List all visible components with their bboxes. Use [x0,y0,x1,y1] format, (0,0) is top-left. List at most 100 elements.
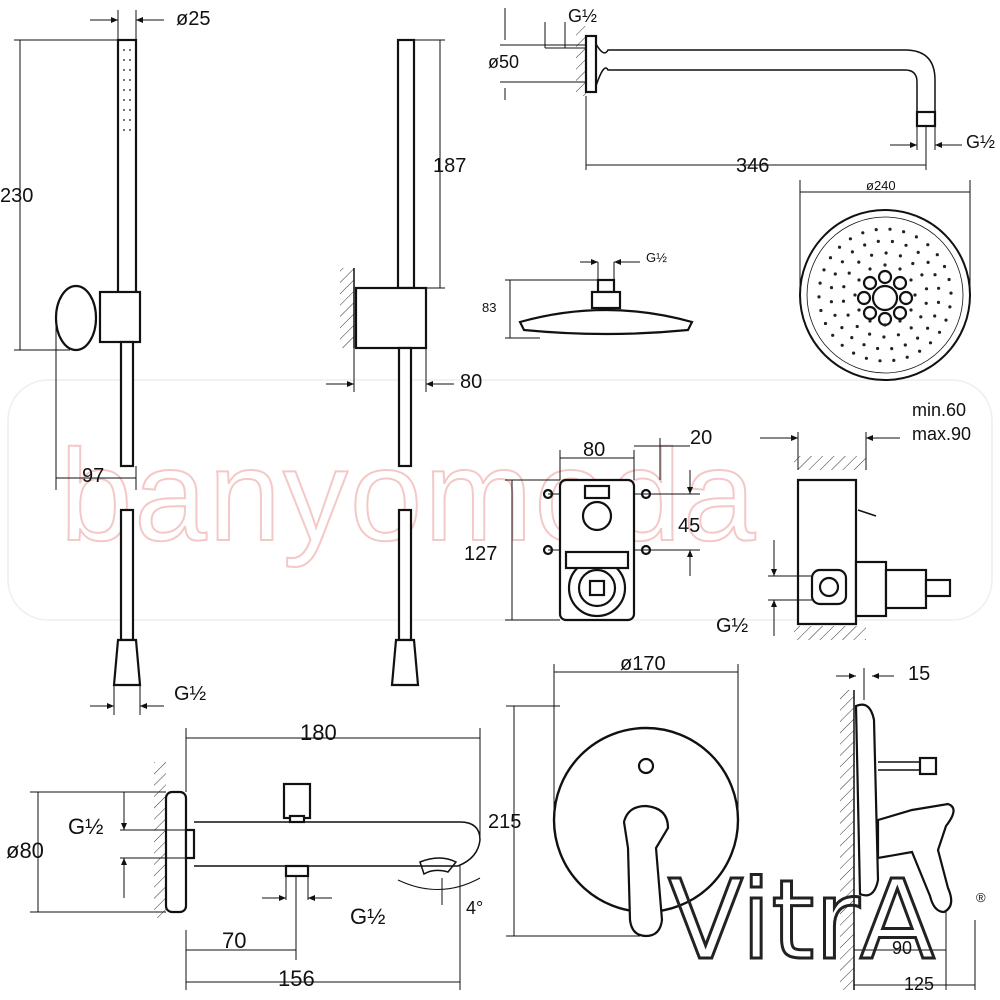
dim-215: 215 [488,811,521,833]
nozzle-dot [868,267,872,271]
nozzle-dot [911,261,915,266]
nozzle-dot [862,343,866,347]
nozzle-dot [935,253,939,257]
nozzle-dot [876,239,880,243]
dim-125: 125 [904,974,934,994]
nozzle-dot [916,250,920,254]
nozzle-dot [840,260,845,264]
nozzle-dot [823,321,828,326]
nozzle-dot [883,263,887,267]
overhead-shower-face [799,180,971,381]
nozzle-dot [857,278,861,282]
nozzle-dot [920,273,924,277]
nozzle-dot [924,287,929,291]
nozzle-dot [933,314,937,318]
nozzle-dot [819,308,823,313]
nozzle-dot [847,271,851,275]
nozzle-dot [933,273,937,277]
nozzle-dot [818,281,822,285]
overhead-shower-side [505,259,694,339]
nozzle-dot [944,318,948,322]
nozzle-dot [926,326,930,330]
nozzle-dot [878,359,882,363]
concealed-box-front [505,438,700,622]
concealed-box-side [760,432,952,640]
dim-d170: ø170 [620,653,666,675]
dim-g12-spout-bottom: G½ [350,904,385,929]
dim-angle-4: 4° [466,898,483,918]
nozzle-dot [840,343,844,347]
dim-70: 70 [222,928,246,953]
nozzle-dot [833,313,837,317]
nozzle-dot [926,260,930,264]
nozzle-dot [857,308,861,312]
dim-80-holder: 80 [460,371,482,393]
nozzle-dot [928,341,933,345]
nozzle-dot [828,256,833,260]
nozzle-dot [937,330,942,334]
nozzle-dot [829,286,834,290]
nozzle-dot [909,326,913,330]
nozzle-dot [883,323,887,327]
dim-g12-box: G½ [716,615,749,637]
dim-180: 180 [300,720,337,745]
nozzle-dot [936,300,941,304]
nozzle-dot [916,336,920,340]
nozzle-dot [904,243,908,247]
nozzle-dot [829,300,834,304]
dim-127: 127 [464,543,497,565]
dim-g12-arm-top: G½ [568,6,597,26]
dim-346: 346 [736,155,769,177]
nozzle-dot [888,227,892,231]
nozzle-dot [846,313,850,317]
nozzle-dot [942,264,947,269]
nozzle-dot [817,295,821,299]
nozzle-dot [864,356,869,360]
nozzle-dot [903,343,907,347]
nozzle-dot [868,319,872,323]
mixer-front [506,664,740,938]
nozzle-dot [833,272,837,276]
dim-15: 15 [908,663,930,685]
nozzle-dot [853,293,857,297]
nozzle-dot [937,286,941,290]
brand-logo: VitrA [668,856,935,984]
nozzle-dot [857,260,861,264]
mixer-side [836,668,976,990]
nozzle-dot [850,250,855,254]
dim-80-box: 80 [583,439,605,461]
nozzle-dot [902,230,906,234]
nozzle-dot [837,245,842,249]
dim-d240: ø240 [866,178,896,193]
shower-arm [500,8,962,170]
dim-90: 90 [892,938,912,958]
dim-83: 83 [482,300,496,315]
nozzle-dot [822,268,826,272]
dim-g12-spout-left: G½ [68,814,103,839]
nozzle-dot [890,239,895,244]
nozzle-dot [909,278,913,282]
registered-mark: ® [976,890,986,905]
nozzle-dot [855,324,859,329]
dim-d50: ø50 [488,52,519,72]
nozzle-dot [898,254,903,258]
dim-g12-arm-end: G½ [966,132,995,152]
dim-d25: ø25 [176,8,210,30]
hand-shower-front [14,10,164,715]
nozzle-dot [909,308,913,312]
nozzle-dot [890,347,894,351]
nozzle-dot [924,301,928,305]
nozzle-dot [842,285,846,289]
nozzle-dot [926,243,930,247]
nozzle-dot [850,336,854,340]
nozzle-dot [898,267,902,271]
nozzle-dot [831,333,835,337]
nozzle-dot [841,299,846,303]
nozzle-dot [870,253,874,257]
nozzle-dot [840,326,844,330]
nozzle-dot [949,291,953,295]
nozzle-dot [868,332,872,336]
nozzle-dot [919,315,923,319]
dim-230: 230 [0,185,33,207]
